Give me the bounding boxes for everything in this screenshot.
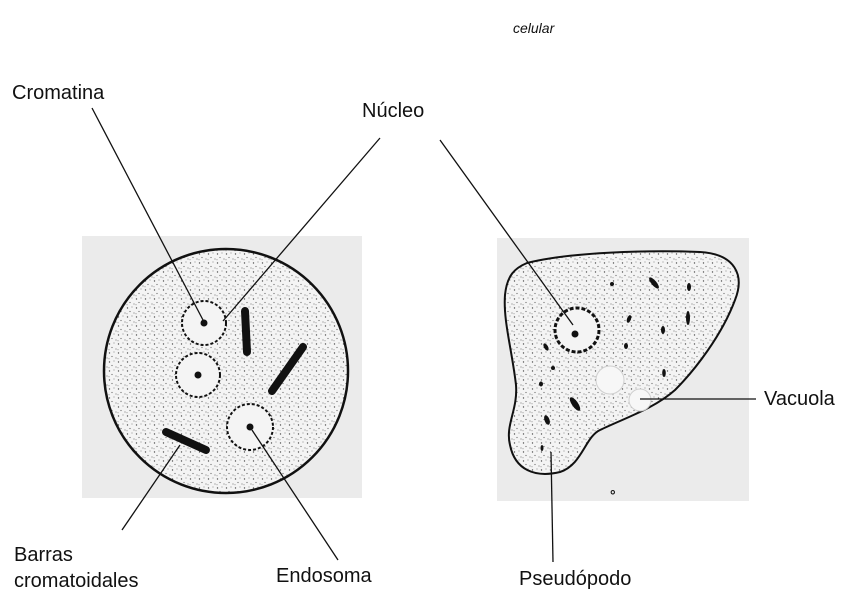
cyst-nucleus-2: [176, 353, 220, 397]
label-endosoma: Endosoma: [276, 565, 372, 588]
label-vacuola: Vacuola: [764, 388, 835, 411]
label-barras-line2: cromatoidales: [14, 570, 139, 593]
cyst-nucleus-3: [227, 404, 273, 450]
label-pseudopodo: Pseudópodo: [519, 568, 631, 591]
cyst-wall: [104, 249, 348, 493]
cyst-nucleus-1: [182, 301, 226, 345]
vacuole-1: [596, 366, 624, 394]
trophozoite-nucleus: [555, 308, 599, 352]
label-barras-line1: Barras: [14, 544, 73, 567]
label-cromatina: Cromatina: [12, 82, 104, 105]
vacuole-2: [629, 389, 651, 411]
chromatoid-bar-1: [245, 311, 247, 352]
label-nucleo: Núcleo: [362, 100, 424, 123]
panel-mark: °: [610, 487, 616, 503]
